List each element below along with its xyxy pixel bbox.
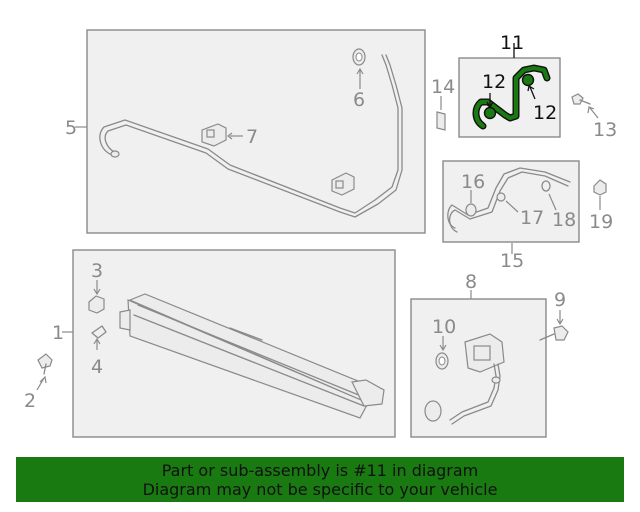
label-7: 7: [246, 126, 258, 148]
part-13-bolt[interactable]: 13: [571, 93, 617, 141]
part-19-cap[interactable]: 19: [589, 179, 613, 233]
part-3-nut[interactable]: 3: [88, 260, 105, 314]
part-4-clip[interactable]: 4: [91, 325, 107, 378]
label-9: 9: [554, 289, 566, 311]
part-18-o-ring[interactable]: [541, 180, 551, 192]
part-16-seal[interactable]: [465, 203, 477, 217]
label-2: 2: [24, 390, 36, 412]
label-12-left: 12: [482, 71, 506, 93]
group-11-hose-assembly[interactable]: 11 12 12: [458, 32, 561, 138]
part-17-clip[interactable]: [496, 192, 506, 202]
label-11: 11: [500, 32, 524, 54]
label-6: 6: [353, 89, 365, 111]
part-6-seal[interactable]: [352, 48, 366, 66]
group-5-tube-assembly: 5 6 7: [65, 29, 426, 234]
part-7-clip[interactable]: [201, 123, 227, 147]
label-15: 15: [500, 250, 524, 272]
label-5: 5: [65, 117, 77, 139]
group-1-oil-cooler[interactable]: 1 3 4: [52, 249, 396, 438]
parts-diagram: 5 6 7 11 12 12 14 13: [24, 29, 617, 438]
label-19: 19: [589, 211, 613, 233]
label-13: 13: [593, 119, 617, 141]
part-7-clip-2[interactable]: [331, 172, 355, 196]
label-14: 14: [431, 76, 455, 98]
part-9-bolt[interactable]: 9: [539, 289, 569, 341]
group-8-fitting-assembly[interactable]: 8 10: [410, 271, 547, 438]
part-2-bolt[interactable]: 2: [24, 353, 53, 412]
banner-line-2: Diagram may not be specific to your vehi…: [142, 479, 498, 499]
group-15-line-assembly[interactable]: 16 17 18 15: [442, 160, 580, 272]
label-18: 18: [552, 209, 576, 231]
label-10: 10: [432, 316, 456, 338]
label-4: 4: [91, 356, 103, 378]
label-16: 16: [461, 171, 485, 193]
label-8: 8: [465, 271, 477, 293]
label-12-right: 12: [533, 102, 557, 124]
part-14-bracket[interactable]: 14: [431, 76, 455, 131]
label-1: 1: [52, 322, 64, 344]
label-17: 17: [520, 207, 544, 229]
label-3: 3: [91, 260, 103, 282]
notice-banner: Part or sub-assembly is #11 in diagram D…: [16, 457, 624, 502]
banner-line-1: Part or sub-assembly is #11 in diagram: [161, 460, 479, 480]
